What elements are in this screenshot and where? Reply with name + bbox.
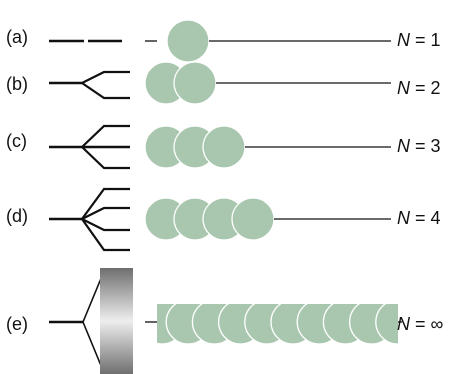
branch-line [81, 206, 130, 220]
row-label-b: (b) [6, 74, 28, 94]
n-value: = 1 [410, 30, 441, 50]
fan-line-bottom [82, 321, 103, 369]
n-value: = 4 [410, 208, 441, 228]
row-e [49, 268, 402, 374]
branch-line [81, 218, 130, 252]
circle [202, 125, 246, 169]
n-label-c: N = 3 [397, 136, 441, 156]
row-a [49, 19, 391, 63]
fan-line-top [82, 275, 103, 323]
n-value: = ∞ [410, 314, 444, 334]
branch-line [81, 82, 130, 100]
n-symbol: N [397, 314, 410, 334]
branch-line [81, 146, 130, 170]
n-symbol: N [397, 136, 410, 156]
n-label-e: N = ∞ [397, 314, 443, 334]
branch-continuum-slab [100, 268, 133, 374]
row-label-c: (c) [6, 131, 27, 151]
row-label-a: (a) [6, 27, 28, 47]
circle [166, 19, 210, 63]
n-label-b: N = 2 [397, 78, 441, 98]
n-value: = 2 [410, 78, 441, 98]
circle-chain [157, 304, 398, 345]
branch-line [81, 187, 130, 220]
n-value: = 3 [410, 136, 441, 156]
row-label-e: (e) [6, 314, 28, 334]
row-c [49, 124, 391, 170]
rows-layer [49, 19, 402, 374]
n-symbol: N [397, 78, 410, 98]
circle [231, 197, 275, 241]
circle [173, 61, 217, 105]
branch-line [81, 218, 130, 232]
n-label-d: N = 4 [397, 208, 441, 228]
branch-line [81, 124, 130, 148]
circle [375, 304, 398, 345]
row-label-d: (d) [6, 206, 28, 226]
branch-line [81, 70, 130, 84]
row-d [49, 187, 391, 252]
n-symbol: N [397, 208, 410, 228]
row-b [49, 61, 391, 105]
n-symbol: N [397, 30, 410, 50]
n-label-a: N = 1 [397, 30, 441, 50]
